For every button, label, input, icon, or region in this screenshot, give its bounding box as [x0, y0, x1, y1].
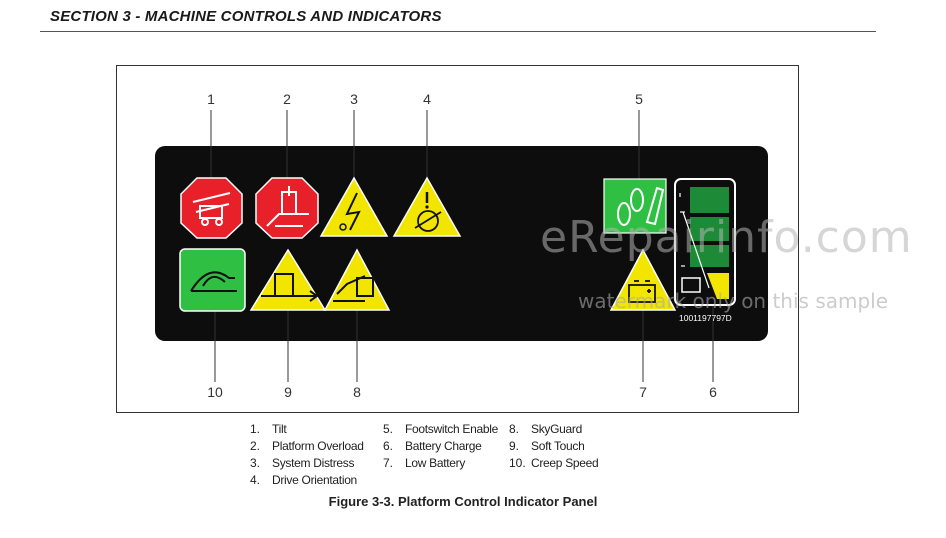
tilt-indicator-icon [180, 177, 243, 239]
callout-8: 8 [353, 384, 361, 400]
legend-item: 3.System Distress [250, 456, 355, 470]
battery-bar-high [690, 217, 729, 241]
platform-overload-indicator-icon [255, 177, 319, 239]
part-number: 1001197797D [679, 313, 732, 323]
battery-bar-low [707, 273, 729, 299]
watermark-main: eRepairinfo.com [540, 212, 913, 263]
callout-10: 10 [207, 384, 223, 400]
legend-column-2: 5.Footswitch Enable 6.Battery Charge 7.L… [383, 421, 498, 472]
low-battery-indicator-icon [609, 248, 677, 311]
callout-1: 1 [207, 91, 215, 107]
legend-column-1: 1.Tilt 2.Platform Overload 3.System Dist… [250, 421, 364, 489]
soft-touch-indicator-icon [249, 248, 327, 311]
callout-9: 9 [284, 384, 292, 400]
system-distress-indicator-icon [319, 176, 389, 237]
battery-symbol-icon [681, 277, 701, 293]
legend-item: 1.Tilt [250, 422, 287, 436]
legend-item: 2.Platform Overload [250, 439, 364, 453]
indicator-panel-figure: 1 2 3 4 5 10 9 8 7 6 [155, 91, 768, 400]
legend-item: 4.Drive Orientation [250, 473, 357, 487]
legend-item: 7.Low Battery [383, 456, 466, 470]
legend-item: 5.Footswitch Enable [383, 422, 498, 436]
creep-speed-indicator-icon [179, 248, 246, 312]
drive-orientation-indicator-icon [392, 176, 462, 237]
figure-box: 1 2 3 4 5 10 9 8 7 6 [116, 65, 799, 413]
legend-item: 8.SkyGuard [509, 422, 582, 436]
figure-caption: Figure 3-3. Platform Control Indicator P… [328, 494, 598, 509]
callout-3: 3 [350, 91, 358, 107]
legend-item: 6.Battery Charge [383, 439, 482, 453]
callout-6: 6 [709, 384, 717, 400]
battery-bar-full [690, 187, 729, 213]
callout-4: 4 [423, 91, 431, 107]
callout-7: 7 [639, 384, 647, 400]
leader-lines [210, 110, 714, 382]
legend-item: 10.Creep Speed [509, 456, 599, 470]
footswitch-enable-indicator-icon [603, 178, 667, 234]
legend-column-3: 8.SkyGuard 9.Soft Touch 10.Creep Speed [509, 421, 599, 472]
battery-charge-gauge [674, 178, 736, 306]
skyguard-indicator-icon [323, 248, 391, 311]
callout-2: 2 [283, 91, 291, 107]
section-header: SECTION 3 - MACHINE CONTROLS AND INDICAT… [50, 8, 442, 25]
header-rule [40, 31, 876, 32]
legend-item: 9.Soft Touch [509, 439, 585, 453]
callout-5: 5 [635, 91, 643, 107]
watermark-sub: watermark only on this sample [578, 289, 889, 313]
